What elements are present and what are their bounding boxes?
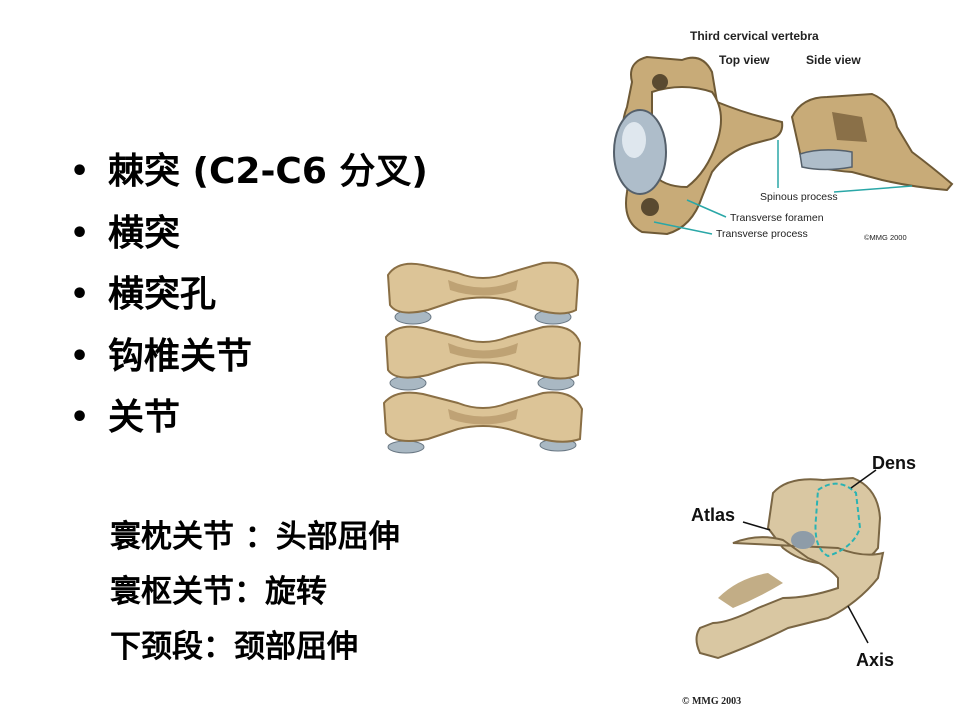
c3-title: Third cervical vertebra bbox=[690, 29, 819, 43]
bullet-item: • 棘突 (C2-C6 分叉) bbox=[70, 146, 428, 208]
note-atlanto-axial: 寰枢关节：旋转 bbox=[110, 574, 327, 610]
bullet-item: • 关节 bbox=[70, 392, 428, 454]
figure-cervical-vertebrae-stack bbox=[378, 255, 588, 455]
bullet-dot: • bbox=[70, 400, 90, 435]
note-lower-cervical: 下颈段：颈部屈伸 bbox=[110, 629, 358, 665]
atlas-axis-bones bbox=[695, 476, 885, 660]
c3-transverse-foramen-label: Transverse foramen bbox=[730, 212, 824, 224]
c3-leader-lines bbox=[653, 140, 913, 235]
atlas-axis-copyright: © MMG 2003 bbox=[682, 696, 742, 707]
c3-side-view-label: Side view bbox=[806, 53, 861, 67]
atlas-axis-leader-lines bbox=[742, 469, 877, 644]
atlas-axis-image: Dens Atlas Axis bbox=[691, 453, 916, 670]
bullet-dot: • bbox=[70, 215, 90, 251]
figure-third-cervical-vertebra: Third cervical vertebra Top view Side vi… bbox=[612, 22, 957, 247]
joint-notes: 寰枕关节 ：头部屈伸 寰枢关节：旋转 下颈段：颈部屈伸 bbox=[110, 512, 400, 677]
bullet-item: • 横突孔 bbox=[70, 269, 428, 331]
c3-illustration: Third cervical vertebra Top view Side vi… bbox=[613, 29, 954, 242]
bullet-item: • 钩椎关节 bbox=[70, 331, 428, 393]
c3-top-view-image bbox=[613, 55, 784, 236]
bullet-dot: • bbox=[70, 338, 90, 374]
axis-label: Axis bbox=[856, 650, 894, 670]
bullet-text: 钩椎关节 bbox=[108, 335, 253, 377]
bullet-item: • 横突 bbox=[70, 208, 428, 270]
c3-copyright: ©MMG 2000 bbox=[864, 233, 907, 242]
dens-label: Dens bbox=[872, 453, 916, 473]
c3-side-view-image bbox=[790, 92, 954, 192]
bullet-dot: • bbox=[70, 154, 90, 189]
atlas-label: Atlas bbox=[691, 505, 735, 525]
bullet-dot: • bbox=[70, 277, 90, 312]
bullet-list: • 棘突 (C2-C6 分叉) • 横突 • 横突孔 • 钩椎关节 • 关节 bbox=[70, 146, 428, 454]
vertebrae-stack-image bbox=[382, 261, 584, 454]
bullet-text: 关节 bbox=[108, 397, 181, 438]
note-atlanto-occipital: 寰枕关节 ：头部屈伸 bbox=[110, 519, 400, 555]
figure-atlas-axis: Dens Atlas Axis bbox=[688, 448, 938, 678]
c3-top-view-label: Top view bbox=[719, 53, 770, 67]
c3-transverse-process-label: Transverse process bbox=[716, 228, 808, 240]
bullet-text: 横突孔 bbox=[108, 274, 217, 315]
bullet-text: 横突 bbox=[108, 212, 181, 254]
c3-spinous-process-label: Spinous process bbox=[760, 191, 838, 203]
dens-outline bbox=[814, 482, 862, 558]
bullet-text: 棘突 (C2-C6 分叉) bbox=[108, 151, 428, 192]
